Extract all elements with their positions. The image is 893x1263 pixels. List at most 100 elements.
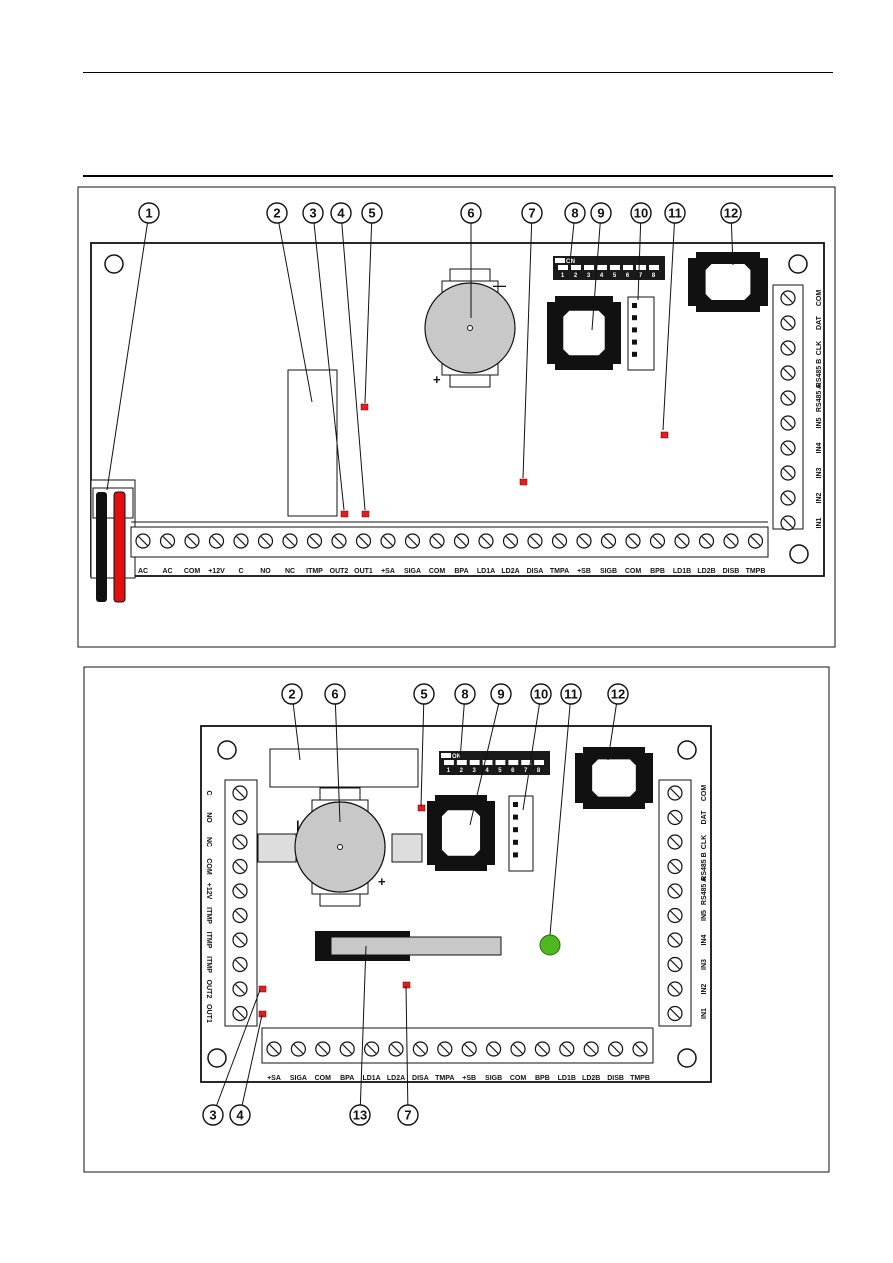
callout-circle-7 <box>397 1104 419 1126</box>
dip-switch-8 <box>649 265 659 270</box>
screw-slot <box>293 1044 304 1054</box>
screw-slot <box>610 1044 621 1054</box>
screw-slot <box>783 468 793 478</box>
top-terminal-label-SIGA: SIGA <box>404 568 421 575</box>
callout-number-3: 3 <box>309 206 316 221</box>
screw-slot <box>235 984 245 994</box>
callout-number-2: 2 <box>288 687 295 702</box>
top-terminal-label-DISA: DISA <box>527 568 544 575</box>
callout-leader-13 <box>359 945 367 1116</box>
top-right-terminal-label-RS485 B: RS485 B <box>816 359 823 387</box>
connector-pin <box>632 315 637 321</box>
screw-slot <box>670 935 680 945</box>
dip-switch-2 <box>456 760 467 765</box>
callout-leader-5 <box>420 693 425 807</box>
top-terminal-label-C: C <box>238 568 243 575</box>
callout-circle-2 <box>266 202 288 224</box>
connector-pin <box>632 351 637 357</box>
callout-number-13: 13 <box>353 1108 367 1123</box>
red-wire <box>113 491 126 603</box>
screw-slot <box>750 536 761 546</box>
callout-leader-6 <box>334 693 341 823</box>
callout-number-5: 5 <box>368 206 375 221</box>
top-right-terminal-label-IN3: IN3 <box>816 467 823 478</box>
top-rj45-port-9-opening <box>563 310 605 356</box>
top-terminal-label-DISB: DISB <box>723 568 740 575</box>
screw-slot <box>783 368 793 378</box>
mounting-hole <box>789 544 809 564</box>
top-terminal-label-COM: COM <box>184 568 201 575</box>
header-rule-bottom <box>83 175 833 177</box>
screw-slot <box>235 886 245 896</box>
callout-circle-12 <box>720 202 742 224</box>
screw-slot <box>670 959 680 970</box>
screw-slot <box>701 536 712 546</box>
screw-slot <box>309 536 320 546</box>
top-terminal-label-AC: AC <box>138 568 148 575</box>
mounting-hole <box>677 1048 697 1068</box>
battery-minus-label: | <box>296 818 300 833</box>
top-terminal-label-BPB: BPB <box>650 568 665 575</box>
callout-circle-10 <box>530 683 552 705</box>
callout-leader-10 <box>637 212 642 301</box>
bottom-figure-frame <box>83 666 830 1173</box>
top-terminal-label-SIGB: SIGB <box>600 568 617 575</box>
bottom-terminal-label-SIGA: SIGA <box>290 1075 307 1082</box>
mounting-hole <box>788 254 808 274</box>
callout-leader-11 <box>662 212 676 431</box>
callout-leader-5 <box>364 212 373 404</box>
screw-slot <box>561 1044 572 1054</box>
top-battery-center <box>467 325 473 331</box>
top-right-terminal-label-DAT: DAT <box>816 315 823 330</box>
bottom-left-terminal-label-C: C <box>205 790 212 795</box>
callout-number-7: 7 <box>528 206 535 221</box>
bottom-right-terminal-label-IN4: IN4 <box>701 934 708 945</box>
top-terminal-label-OUT2: OUT2 <box>330 568 349 575</box>
screw-slot <box>783 293 793 303</box>
dip-number-7: 7 <box>639 273 643 279</box>
black-wire <box>96 492 107 602</box>
bottom-terminal-label-+SA: +SA <box>267 1075 281 1082</box>
bottom-left-terminal-label-NC: NC <box>205 837 212 847</box>
dip-switch-8 <box>534 760 544 765</box>
top-terminal-label-TMPB: TMPB <box>746 568 766 575</box>
connector-pin <box>632 339 637 345</box>
callout-number-12: 12 <box>724 206 738 221</box>
screw-slot <box>652 536 663 546</box>
screw-slot <box>235 1008 245 1019</box>
screw-slot <box>783 518 793 528</box>
callout-circle-4 <box>229 1104 251 1126</box>
dip-switch-1 <box>558 265 568 270</box>
screw-slot <box>407 536 418 546</box>
screw-slot <box>383 536 393 546</box>
bottom-terminal-label-BPA: BPA <box>340 1075 354 1082</box>
mounting-hole <box>104 254 124 274</box>
bottom-left-terminal-label-+12V: +12V <box>205 883 212 900</box>
screw-slot <box>187 536 197 546</box>
dip-number-8: 8 <box>537 768 541 774</box>
callout-number-6: 6 <box>467 206 474 221</box>
dip-switch-6 <box>623 265 633 270</box>
bottom-left-terminal-label-ITMP: ITMP <box>205 907 212 924</box>
callout-leader-12 <box>607 693 619 761</box>
bottom-pin-connector-10 <box>508 795 534 872</box>
callout-number-12: 12 <box>611 687 625 702</box>
led-7 <box>519 478 528 486</box>
dip-on-marker <box>555 258 565 263</box>
bottom-terminal-label-COM: COM <box>315 1075 332 1082</box>
top-pin-connector-10 <box>627 296 655 371</box>
callout-leader-2 <box>276 212 313 403</box>
dip-number-3: 3 <box>587 273 591 279</box>
dip-number-2: 2 <box>574 273 578 279</box>
bottom-terminal-label-LD1B: LD1B <box>558 1075 576 1082</box>
screw-slot <box>603 536 614 546</box>
screw-slot <box>235 837 245 847</box>
connector-pin <box>513 827 518 833</box>
top-terminal-label-TMPA: TMPA <box>550 568 569 575</box>
bottom-right-terminal-label-IN1: IN1 <box>701 1008 708 1019</box>
connector-pin <box>632 327 637 333</box>
screw-slot <box>138 536 148 546</box>
screw-slot <box>342 1044 353 1054</box>
callout-number-3: 3 <box>209 1108 216 1123</box>
screw-slot <box>432 536 442 546</box>
